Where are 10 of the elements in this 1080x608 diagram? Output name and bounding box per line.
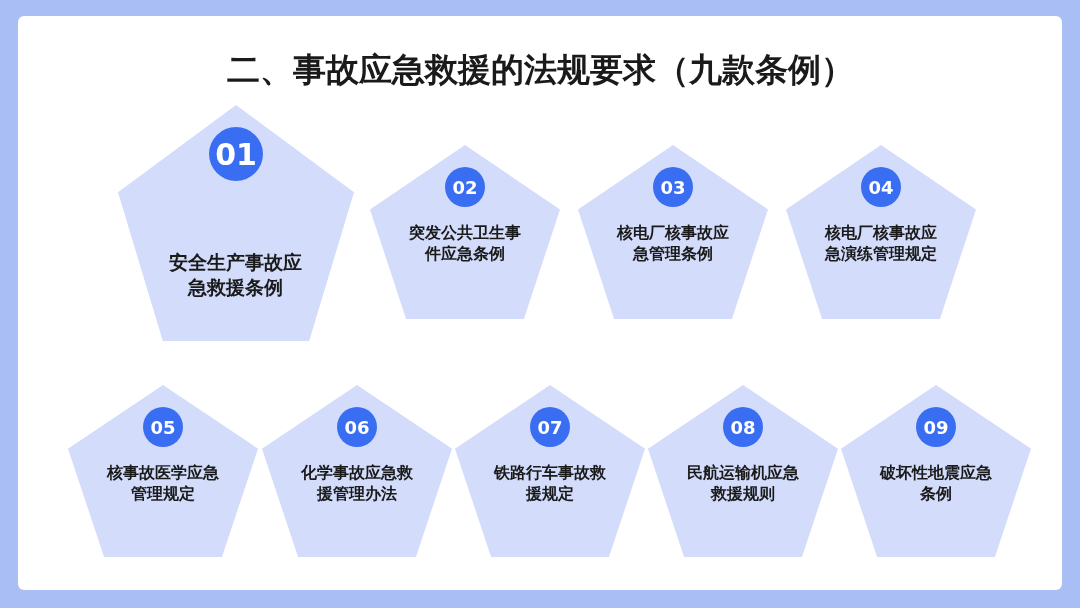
title: 二、事故应急救援的法规要求（九款条例） bbox=[225, 49, 855, 91]
regulation-name: 破坏性地震应急条例 bbox=[879, 463, 993, 505]
regulation-name: 化学事故应急救援管理办法 bbox=[300, 463, 414, 505]
regulation-name: 核电厂核事故应急演练管理规定 bbox=[823, 223, 938, 265]
regulation-name: 铁路行车事故救援规定 bbox=[492, 463, 607, 505]
regulation-name: 突发公共卫生事件应急条例 bbox=[408, 223, 522, 265]
regulation-name: 核事故医学应急管理规定 bbox=[105, 463, 220, 505]
regulation-name: 核电厂核事故应急管理条例 bbox=[615, 223, 730, 265]
regulation-name: 民航运输机应急救援规则 bbox=[686, 463, 800, 505]
regulation-name: 安全生产事故应急救援条例 bbox=[168, 250, 304, 300]
